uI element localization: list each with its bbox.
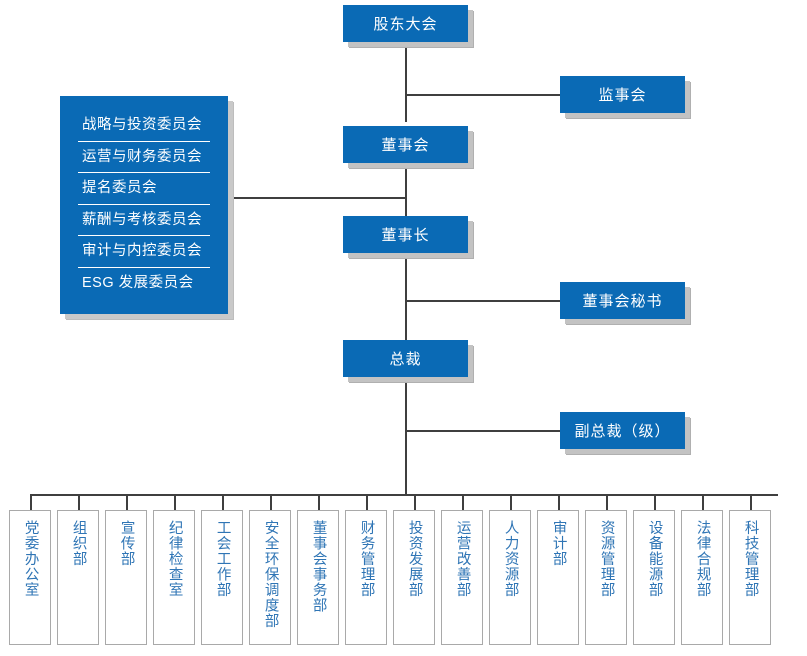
connector-branch-vice-president	[405, 430, 560, 432]
connector-branch-supervisors	[405, 94, 560, 96]
node-president[interactable]: 总裁	[343, 340, 474, 383]
dept-box-publicity[interactable]: 宣传部	[105, 510, 147, 645]
connector-branch-board-secretary	[405, 300, 560, 302]
dept-box-safety-environment-dispatch[interactable]: 安全环保调度部	[249, 510, 291, 645]
dept-label: 设备能源部	[646, 520, 663, 598]
committee-item-operations-finance[interactable]: 运营与财务委员会	[78, 142, 210, 173]
node-label: 监事会	[598, 87, 647, 104]
dept-box-audit[interactable]: 审计部	[537, 510, 579, 645]
dept-box-investment-development[interactable]: 投资发展部	[393, 510, 435, 645]
dept-box-technology-management[interactable]: 科技管理部	[729, 510, 771, 645]
connector-dept-drop	[318, 494, 320, 511]
node-label: 董事会	[381, 137, 430, 154]
dept-label: 纪律检查室	[166, 520, 183, 598]
node-label: 董事会秘书	[582, 293, 663, 310]
dept-box-financial-management[interactable]: 财务管理部	[345, 510, 387, 645]
committee-item-strategy-investment[interactable]: 战略与投资委员会	[78, 110, 210, 142]
connector-spine-shareholders-board	[405, 47, 407, 122]
dept-box-organization[interactable]: 组织部	[57, 510, 99, 645]
dept-box-operations-improvement[interactable]: 运营改善部	[441, 510, 483, 645]
connector-dept-drop	[750, 494, 752, 511]
dept-label: 组织部	[70, 520, 87, 567]
dept-box-human-resources[interactable]: 人力资源部	[489, 510, 531, 645]
node-label: 总裁	[389, 351, 422, 368]
connector-dept-drop	[174, 494, 176, 511]
dept-label: 运营改善部	[454, 520, 471, 598]
connector-spine-president-bus	[405, 377, 407, 495]
node-board-of-directors[interactable]: 董事会	[343, 126, 474, 169]
dept-box-resource-management[interactable]: 资源管理部	[585, 510, 627, 645]
dept-label: 党委办公室	[22, 520, 39, 598]
connector-branch-committees	[228, 197, 407, 199]
dept-box-equipment-energy[interactable]: 设备能源部	[633, 510, 675, 645]
dept-box-party-committee-office[interactable]: 党委办公室	[9, 510, 51, 645]
committee-item-esg-development[interactable]: ESG 发展委员会	[82, 274, 194, 291]
dept-label: 科技管理部	[742, 520, 759, 598]
connector-department-bus	[30, 494, 778, 496]
node-board-of-supervisors[interactable]: 监事会	[560, 76, 691, 119]
connector-dept-drop	[414, 494, 416, 511]
connector-dept-drop	[78, 494, 80, 511]
dept-label: 人力资源部	[502, 520, 519, 598]
dept-label: 法律合规部	[694, 520, 711, 598]
dept-box-board-affairs[interactable]: 董事会事务部	[297, 510, 339, 645]
dept-label: 安全环保调度部	[262, 520, 279, 629]
connector-dept-drop	[558, 494, 560, 511]
node-shareholders-meeting[interactable]: 股东大会	[343, 5, 474, 48]
dept-label: 资源管理部	[598, 520, 615, 598]
committee-item-compensation-appraisal[interactable]: 薪酬与考核委员会	[78, 205, 210, 236]
connector-dept-drop	[654, 494, 656, 511]
node-label: 副总裁（级）	[574, 423, 671, 440]
node-chairman[interactable]: 董事长	[343, 216, 474, 259]
dept-label: 投资发展部	[406, 520, 423, 598]
connector-spine-chairman-president	[405, 258, 407, 340]
node-label: 股东大会	[373, 16, 438, 33]
connector-spine-board-chairman	[405, 165, 407, 217]
node-board-secretary[interactable]: 董事会秘书	[560, 282, 691, 325]
dept-label: 宣传部	[118, 520, 135, 567]
connector-dept-drop	[702, 494, 704, 511]
connector-dept-drop	[462, 494, 464, 511]
connector-dept-drop	[270, 494, 272, 511]
dept-box-discipline-inspection[interactable]: 纪律检查室	[153, 510, 195, 645]
dept-box-labor-union[interactable]: 工会工作部	[201, 510, 243, 645]
dept-label: 董事会事务部	[310, 520, 327, 613]
connector-dept-drop	[510, 494, 512, 511]
connector-dept-drop	[30, 494, 32, 511]
connector-dept-drop	[366, 494, 368, 511]
connector-dept-drop	[606, 494, 608, 511]
committee-item-nomination[interactable]: 提名委员会	[78, 173, 210, 205]
connector-dept-drop	[126, 494, 128, 511]
dept-box-legal-compliance[interactable]: 法律合规部	[681, 510, 723, 645]
dept-label: 工会工作部	[214, 520, 231, 598]
committee-item-audit-internal-control[interactable]: 审计与内控委员会	[78, 236, 210, 268]
connector-dept-drop	[222, 494, 224, 511]
node-label: 董事长	[381, 227, 430, 244]
committee-panel: 战略与投资委员会 运营与财务委员会 提名委员会 薪酬与考核委员会 审计与内控委员…	[60, 96, 228, 314]
dept-label: 审计部	[550, 520, 567, 567]
node-vice-president[interactable]: 副总裁（级）	[560, 412, 691, 455]
dept-label: 财务管理部	[358, 520, 375, 598]
